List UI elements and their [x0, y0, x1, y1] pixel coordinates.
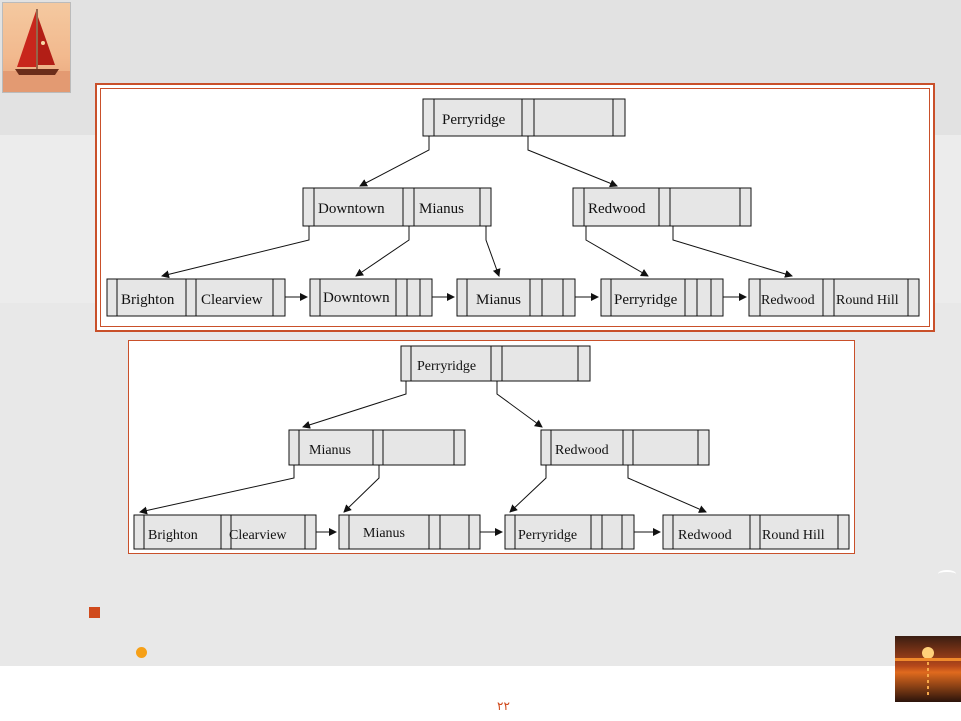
- sailboat-logo-icon: [2, 2, 71, 93]
- edge-internal-leaf3: [485, 226, 501, 277]
- leaf-5-key-1: Redwood: [761, 293, 815, 308]
- leaf-after-1-key-1: Brighton: [148, 528, 198, 543]
- leaf-node-4: Perryridge: [600, 278, 724, 317]
- edge-after-internal-leaf3: [509, 465, 547, 513]
- internal-node-right: Redwood: [572, 187, 752, 227]
- page-number: ۲۲: [497, 699, 510, 713]
- leaf-1-key-2: Clearview: [201, 292, 263, 308]
- edge-after-internal-leaf2: [343, 465, 380, 513]
- internal-left-key-1: Downtown: [318, 201, 385, 217]
- root-node: Perryridge: [422, 98, 626, 137]
- leaf-3-key-1: Mianus: [476, 292, 521, 308]
- edge-internal-leaf4: [585, 226, 649, 277]
- root-node-after: Perryridge: [400, 345, 591, 382]
- edge-root-right: [527, 136, 618, 188]
- internal-node-left: Downtown Mianus: [302, 187, 492, 227]
- edge-after-internal-leaf1: [139, 465, 295, 515]
- leaf-node-2: Downtown: [309, 278, 433, 317]
- leaf-2-key-1: Downtown: [323, 290, 390, 306]
- leaf-1-key-1: Brighton: [121, 292, 175, 308]
- leaf-node-after-2: Mianus: [338, 514, 481, 550]
- internal-node-right-after: Redwood: [540, 429, 710, 466]
- decorative-swoosh: [938, 570, 956, 578]
- edge-after-root-right: [496, 381, 543, 428]
- leaf-after-4-key-1: Redwood: [678, 528, 732, 543]
- leaf-5-key-2: Round Hill: [836, 293, 899, 308]
- internal-left-key-2: Mianus: [419, 201, 464, 217]
- leaf-after-1-key-2: Clearview: [229, 528, 287, 543]
- edge-after-root-left: [302, 381, 407, 429]
- internal-left-after-key-1: Mianus: [309, 443, 351, 458]
- leaf-node-3: Mianus: [456, 278, 576, 317]
- bullet-dot-icon: [136, 647, 147, 658]
- leaf-node-after-3: Perryridge: [504, 514, 635, 550]
- leaf-4-key-1: Perryridge: [614, 292, 678, 308]
- edge-internal-leaf2: [355, 226, 410, 277]
- internal-right-key-1: Redwood: [588, 201, 646, 217]
- tree-before-edges: [161, 136, 793, 301]
- leaf-node-after-4: Redwood Round Hill: [662, 514, 850, 550]
- leaf-node-5: Redwood Round Hill: [748, 278, 920, 317]
- tree-after-edges: [139, 381, 707, 536]
- leaf-after-2-key-1: Mianus: [363, 526, 405, 541]
- bullet-square-icon: [89, 607, 100, 618]
- slide-footer-band: [0, 666, 961, 721]
- edge-after-internal-leaf4: [627, 465, 707, 513]
- leaf-after-3-key-1: Perryridge: [518, 528, 577, 543]
- leaf-node-after-1: Brighton Clearview: [133, 514, 317, 550]
- internal-node-left-after: Mianus: [288, 429, 466, 466]
- leaf-node-1: Brighton Clearview: [106, 278, 286, 317]
- leaf-after-4-key-2: Round Hill: [762, 528, 825, 543]
- edge-root-left: [359, 136, 430, 187]
- internal-right-after-key-1: Redwood: [555, 443, 609, 458]
- root-key-1: Perryridge: [442, 112, 506, 128]
- root-after-key-1: Perryridge: [417, 359, 476, 374]
- sunset-icon: [895, 636, 961, 702]
- edge-internal-leaf1: [161, 226, 310, 279]
- edge-internal-leaf5: [672, 226, 793, 278]
